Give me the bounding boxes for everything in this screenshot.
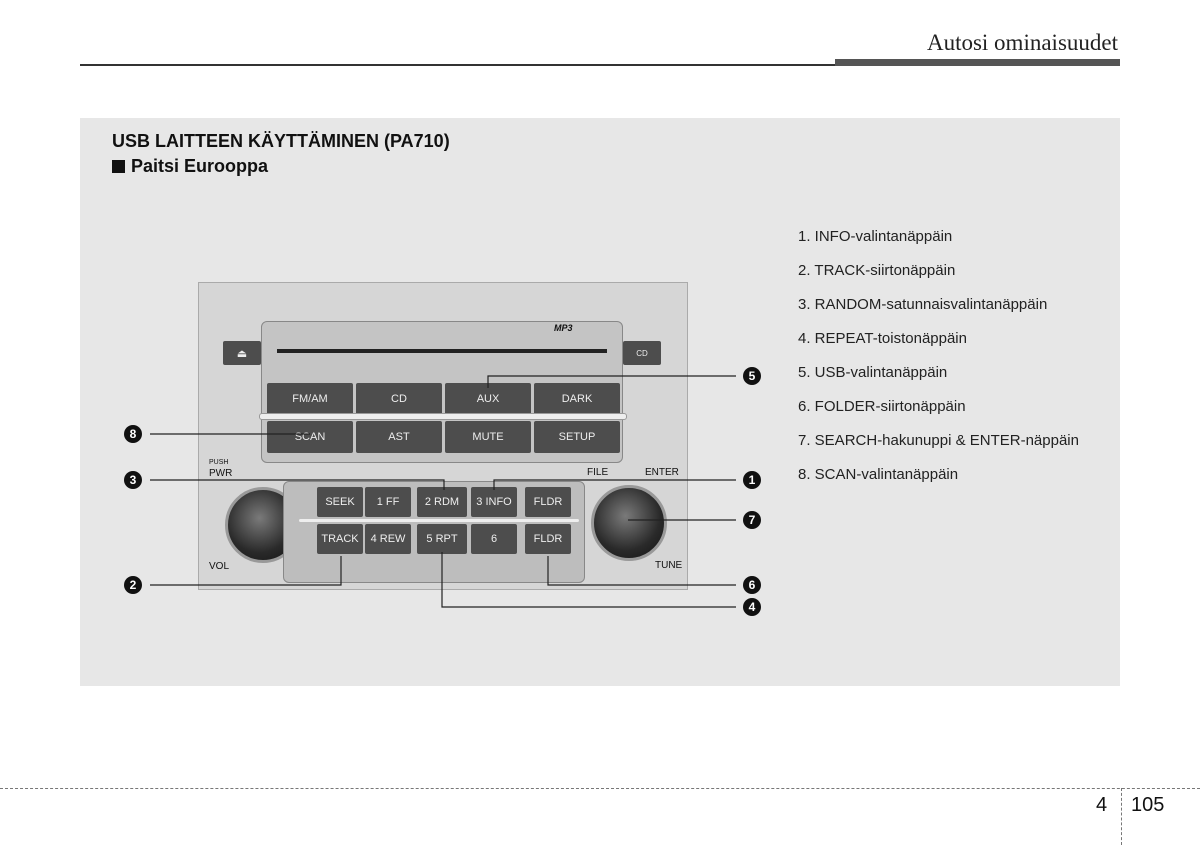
legend-list: 1. INFO-valintanäppäin 2. TRACK-siirtonä… — [798, 228, 1079, 500]
square-bullet-icon — [112, 160, 125, 173]
legend-item: 1. INFO-valintanäppäin — [798, 228, 953, 245]
preset-1-ff-button[interactable]: 1 FF — [365, 487, 411, 517]
callout-5-icon: 5 — [743, 367, 761, 385]
radio-unit-illustration: MP3 ⏏ CD FM/AM CD AUX DARK SCAN AST MUTE… — [198, 282, 688, 590]
fldr-up-button[interactable]: FLDR — [525, 487, 571, 517]
setup-button[interactable]: SETUP — [534, 421, 620, 453]
tune-enter-knob[interactable] — [591, 485, 667, 561]
aux-button[interactable]: AUX — [445, 383, 531, 415]
section-subtitle-row: Paitsi Eurooppa — [112, 156, 268, 177]
callout-7-icon: 7 — [743, 511, 761, 529]
preset-2-rdm-button[interactable]: 2 RDM — [417, 487, 467, 517]
fmam-button[interactable]: FM/AM — [267, 383, 353, 415]
cd-indicator: CD — [623, 341, 661, 365]
footer-dashed-rule — [0, 788, 1200, 789]
leader-line-5 — [487, 375, 736, 388]
section-title: USB LAITTEEN KÄYTTÄMINEN (PA710) — [112, 131, 450, 151]
header-rule-accent — [835, 59, 1120, 66]
legend-item: 3. RANDOM-satunnaisvalintanäppäin — [798, 296, 1048, 313]
chrome-strip — [259, 413, 627, 420]
callout-3-icon: 3 — [124, 471, 142, 489]
cd-slot — [277, 349, 607, 353]
header-title: Autosi ominaisuudet — [926, 30, 1118, 55]
preset-5-rpt-button[interactable]: 5 RPT — [417, 524, 467, 554]
leader-line-2 — [150, 556, 342, 586]
dark-button[interactable]: DARK — [534, 383, 620, 415]
leader-line-6 — [547, 556, 736, 586]
legend-item: 5. USB-valintanäppäin — [798, 364, 948, 381]
preset-4-rew-button[interactable]: 4 REW — [365, 524, 411, 554]
vol-label: VOL — [209, 561, 230, 572]
callout-4-icon: 4 — [743, 598, 761, 616]
eject-button[interactable]: ⏏ — [223, 341, 261, 365]
pwr-label: PWR — [209, 468, 233, 479]
page-number: 105 — [1131, 794, 1165, 816]
seek-button[interactable]: SEEK — [317, 487, 363, 517]
eject-icon: ⏏ — [236, 347, 248, 360]
footer-vertical-rule — [1121, 788, 1122, 845]
preset-strip — [299, 519, 579, 522]
mute-button[interactable]: MUTE — [445, 421, 531, 453]
legend-item: 6. FOLDER-siirtonäppäin — [798, 398, 966, 415]
preset-6-button[interactable]: 6 — [471, 524, 517, 554]
callout-1-icon: 1 — [743, 471, 761, 489]
callout-6-icon: 6 — [743, 576, 761, 594]
leader-line-3 — [150, 479, 445, 490]
callout-8-icon: 8 — [124, 425, 142, 443]
section-subtitle: Paitsi Eurooppa — [131, 156, 269, 176]
header-rule — [80, 64, 1120, 66]
leader-line-4 — [441, 552, 736, 608]
mp3-logo: MP3 — [554, 323, 573, 333]
legend-item: 7. SEARCH-hakunuppi & ENTER-näppäin — [798, 432, 1079, 449]
cd-button[interactable]: CD — [356, 383, 442, 415]
enter-label: ENTER — [645, 467, 679, 478]
leader-line-1 — [493, 479, 736, 490]
callout-2-icon: 2 — [124, 576, 142, 594]
ast-button[interactable]: AST — [356, 421, 442, 453]
track-button[interactable]: TRACK — [317, 524, 363, 554]
fldr-down-button[interactable]: FLDR — [525, 524, 571, 554]
legend-item: 2. TRACK-siirtonäppäin — [798, 262, 956, 279]
preset-3-info-button[interactable]: 3 INFO — [471, 487, 517, 517]
legend-item: 4. REPEAT-toistonäppäin — [798, 330, 967, 347]
page-chapter: 4 — [1096, 794, 1108, 816]
tune-label: TUNE — [655, 560, 683, 571]
legend-item: 8. SCAN-valintanäppäin — [798, 466, 959, 483]
file-label: FILE — [587, 467, 609, 478]
push-label: PUSH — [209, 459, 229, 466]
